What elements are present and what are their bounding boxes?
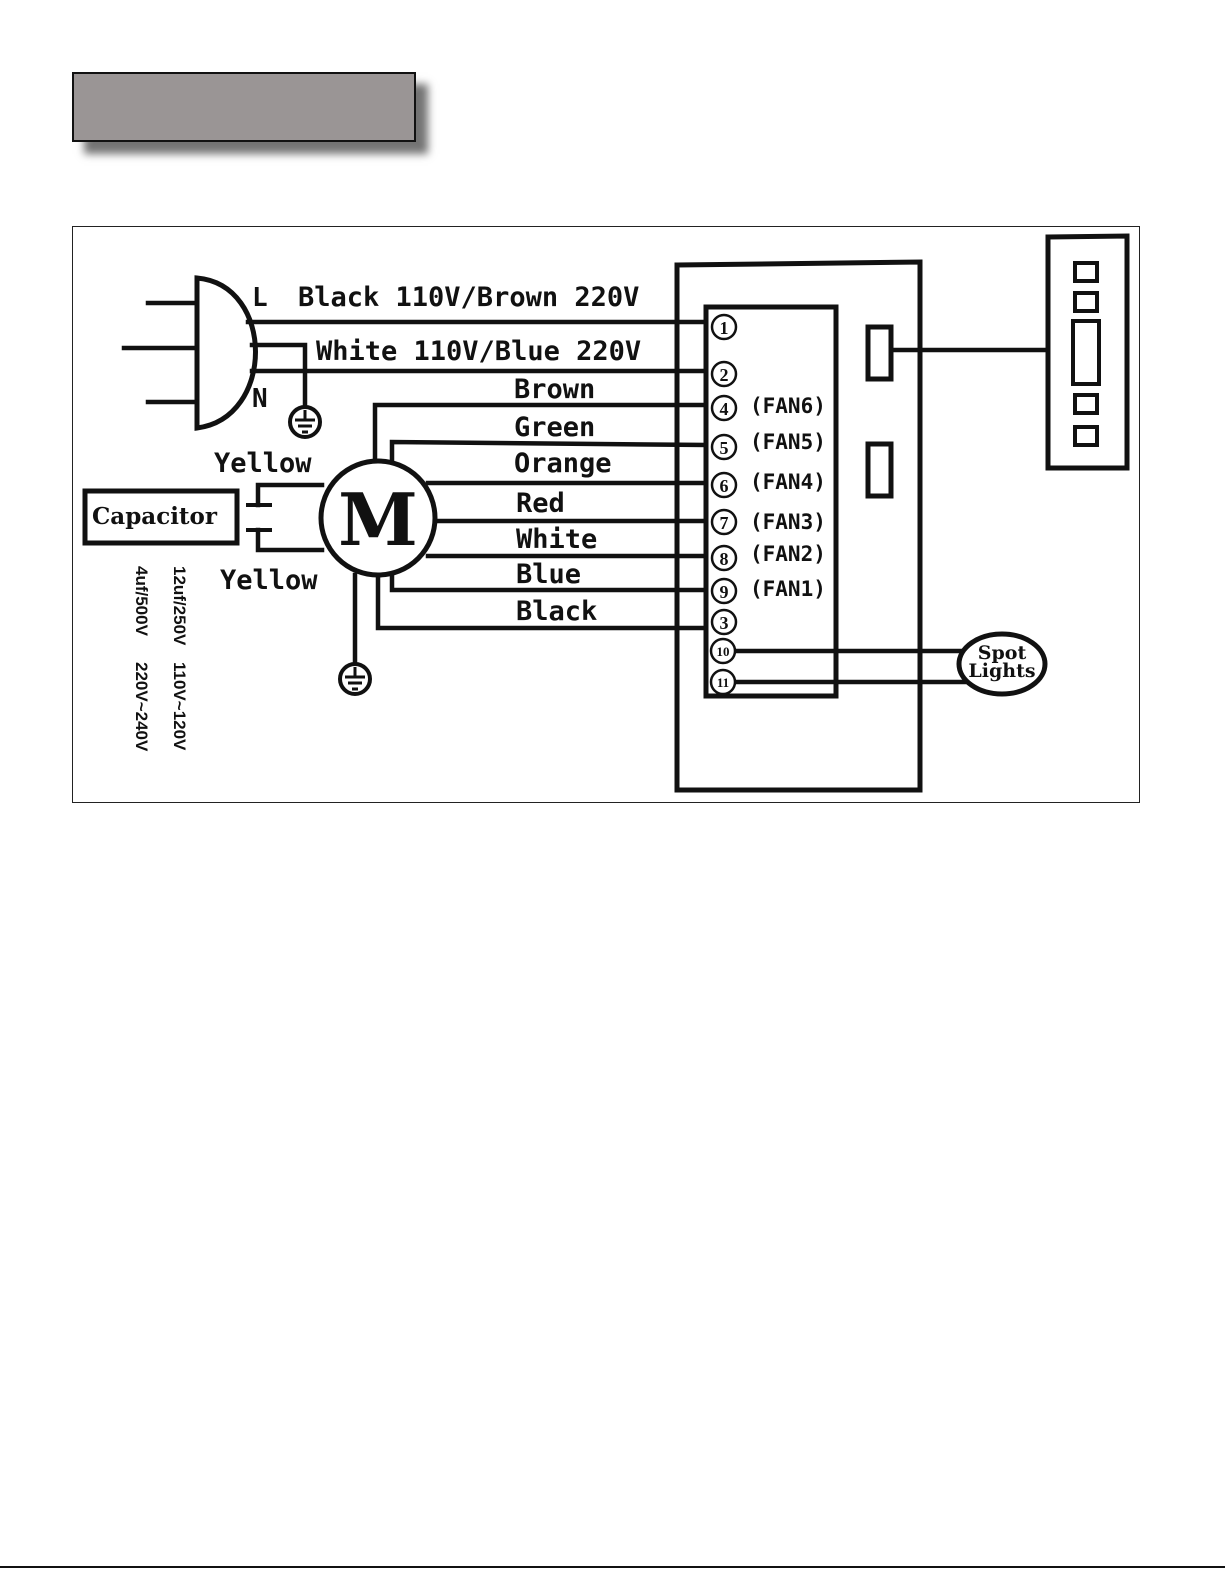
fan3-label: (FAN3) [750, 510, 826, 534]
wire-red-label: Red [516, 488, 565, 519]
control-box-slot-bottom [868, 444, 891, 496]
terminal-11-label: 11 [717, 675, 729, 690]
wire-yellow-bottom-label: Yellow [220, 565, 318, 596]
spot-lights-label-line2: Lights [968, 660, 1035, 682]
switch-button-1 [1075, 263, 1097, 281]
terminal-10-label: 10 [717, 644, 730, 659]
wire-brown-label: Brown [514, 374, 595, 405]
capacitor-spec-110-volt: 110V~120V [170, 662, 189, 751]
wire-neutral-label: White 110V/Blue 220V [316, 336, 641, 367]
wire-orange-label: Orange [514, 448, 612, 479]
ground-icon [340, 664, 370, 694]
motor-label: M [338, 477, 418, 562]
switch-display [1073, 321, 1099, 384]
terminal-1-label: 1 [720, 318, 729, 338]
wire-black-label: Black [516, 596, 597, 627]
terminal-8-label: 8 [720, 549, 729, 569]
terminal-9-label: 9 [720, 582, 729, 602]
switch-button-3 [1075, 395, 1097, 413]
fan1-label: (FAN1) [750, 577, 826, 601]
wire-white-label: White [516, 524, 597, 555]
terminal-7-label: 7 [720, 513, 729, 533]
wire-yellow-bottom [258, 530, 322, 550]
fan4-label: (FAN4) [750, 470, 826, 494]
capacitor-spec-110-cap: 12uf/250V [170, 566, 189, 646]
control-box-slot-top [868, 327, 891, 379]
switch-button-2 [1075, 293, 1097, 311]
wire-blue-label: Blue [516, 559, 581, 590]
fan2-label: (FAN2) [750, 542, 826, 566]
plug [124, 278, 256, 428]
fan6-label: (FAN6) [750, 394, 826, 418]
terminal-5-label: 5 [720, 438, 729, 458]
capacitor-spec-220-cap: 4uf/500V [132, 566, 151, 637]
plug-l-label: L [252, 283, 268, 313]
fan5-label: (FAN5) [750, 430, 826, 454]
terminal-6-label: 6 [720, 476, 729, 496]
wire-yellow-top [258, 485, 322, 505]
plug-n-label: N [252, 384, 268, 414]
terminal-3-label: 3 [720, 613, 729, 633]
wire-green-label: Green [514, 412, 595, 443]
switch-button-4 [1075, 427, 1097, 445]
wire-line-label: Black 110V/Brown 220V [298, 282, 639, 313]
page-bottom-rule [0, 1566, 1225, 1568]
terminal-2-label: 2 [720, 365, 729, 385]
wire-yellow-top-label: Yellow [214, 448, 312, 479]
terminal-4-label: 4 [720, 399, 729, 419]
capacitor-spec-220-volt: 220V~240V [132, 662, 151, 752]
capacitor-label: Capacitor [92, 503, 218, 530]
